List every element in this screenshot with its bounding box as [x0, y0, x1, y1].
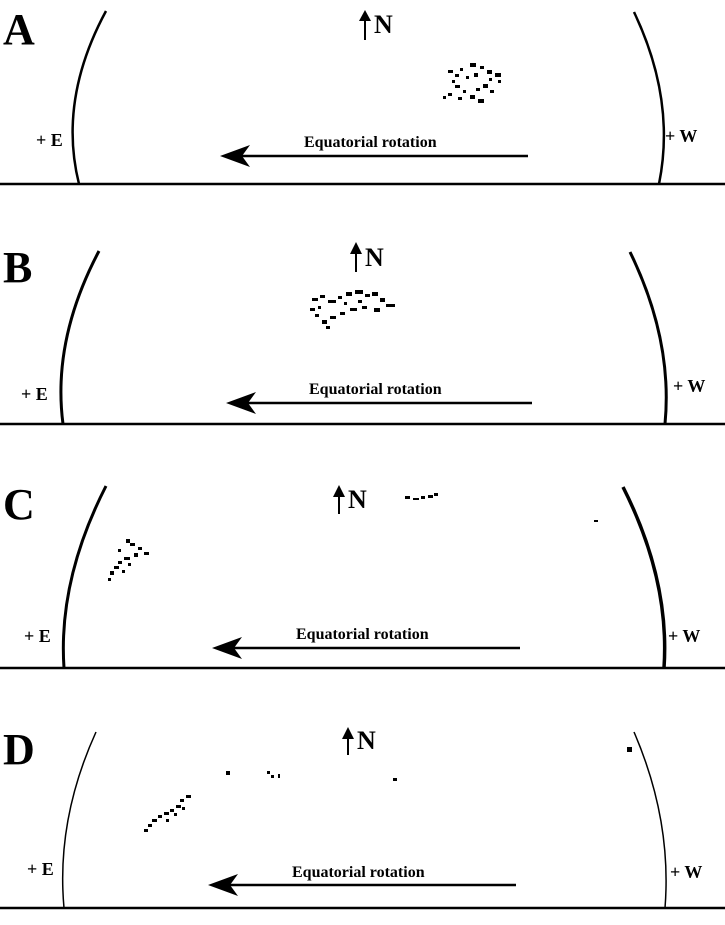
- sunspot: [594, 520, 598, 522]
- sunspot: [627, 747, 632, 752]
- panel-letter: C: [3, 480, 35, 529]
- rotation-label: Equatorial rotation: [296, 626, 429, 643]
- sunspot-group: [310, 290, 395, 329]
- rotation-arrow-icon: [226, 392, 532, 414]
- north-arrow-icon: [333, 485, 345, 514]
- panel-c-drawing: [0, 485, 725, 670]
- east-label: + E: [24, 626, 51, 646]
- east-label: + E: [36, 130, 63, 150]
- sunspot: [393, 778, 397, 781]
- north-arrow-icon: [359, 10, 371, 40]
- panel-a: A N + E + W Equatorial rotation: [0, 0, 725, 190]
- north-label: N: [365, 243, 384, 272]
- panel-d: D N + E + W Equatorial rotation: [0, 715, 725, 925]
- panel-letter: A: [3, 5, 35, 54]
- east-label: + E: [21, 384, 48, 404]
- panel-d-drawing: [0, 727, 725, 910]
- west-limb: [628, 251, 668, 425]
- panel-a-drawing: [0, 10, 725, 186]
- rotation-arrow-icon: [220, 145, 528, 167]
- west-label: + W: [673, 376, 706, 396]
- east-limb: [71, 10, 108, 185]
- east-limb: [59, 250, 101, 425]
- rotation-label: Equatorial rotation: [309, 381, 442, 398]
- rotation-arrow-icon: [208, 874, 516, 896]
- sunspot: [226, 771, 230, 775]
- sunspot-group: [108, 539, 149, 581]
- west-limb: [632, 11, 666, 185]
- panel-letter: B: [3, 243, 33, 292]
- panel-letter: D: [3, 725, 35, 774]
- west-limb: [621, 486, 667, 669]
- panel-b: B N + E + W Equatorial rotation: [0, 230, 725, 430]
- north-label: N: [374, 10, 393, 39]
- west-limb: [633, 731, 667, 909]
- east-limb: [61, 485, 108, 669]
- sunspot-group: [267, 771, 280, 778]
- west-label: + W: [670, 862, 703, 882]
- west-label: + W: [665, 126, 698, 146]
- panel-c: C N + E + W Equatorial rotation: [0, 475, 725, 675]
- west-label: + W: [668, 626, 701, 646]
- rotation-label: Equatorial rotation: [292, 864, 425, 881]
- panel-b-drawing: [0, 242, 725, 426]
- sunspot-group: [443, 63, 501, 103]
- rotation-arrow-icon: [212, 637, 520, 659]
- east-label: + E: [27, 859, 54, 879]
- north-arrow-icon: [350, 242, 362, 272]
- north-label: N: [348, 485, 367, 514]
- sunspot-group: [405, 493, 438, 500]
- east-limb: [61, 731, 97, 909]
- rotation-label: Equatorial rotation: [304, 134, 437, 151]
- north-arrow-icon: [342, 727, 354, 755]
- north-label: N: [357, 726, 376, 755]
- sunspot-group: [144, 795, 191, 832]
